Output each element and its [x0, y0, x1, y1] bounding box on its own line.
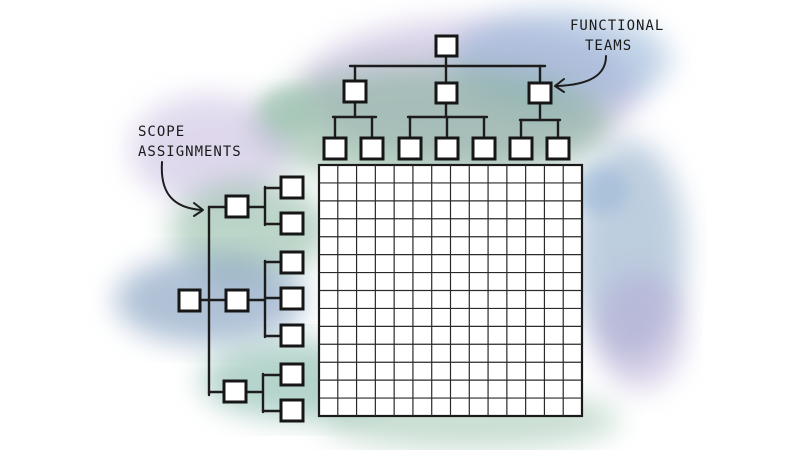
wash-spot-2	[572, 166, 628, 214]
label-functional-line-1: FUNCTIONAL	[570, 18, 664, 34]
org-box-scope-sub-7	[279, 398, 305, 423]
org-box-subteam-1	[322, 136, 348, 161]
org-box-subteam-6	[508, 136, 534, 161]
org-box-scope-sub-4	[279, 286, 305, 311]
arrow-scope-head	[193, 202, 204, 217]
functional-teams-hierarchy	[322, 34, 571, 161]
wash-purple-left	[130, 95, 290, 205]
label-functional-teams: FUNCTIONAL TEAMS	[570, 18, 664, 54]
wash-purple-right	[595, 270, 685, 390]
functional-connectors	[331, 53, 562, 139]
arrow-functional-shaft	[555, 55, 607, 87]
org-box-subteam-4	[434, 136, 460, 161]
org-box-subteam-2	[359, 136, 385, 161]
org-box-subteam-7	[545, 136, 571, 161]
org-box-scope-sub-1	[279, 175, 305, 200]
org-box-subteam-5	[471, 136, 497, 161]
label-scope-line-2: ASSIGNMENTS	[138, 144, 242, 160]
org-box-scope-sub-3	[279, 250, 305, 275]
scope-connectors	[198, 185, 283, 414]
label-scope-line-1: SCOPE	[138, 124, 185, 140]
org-box-scope-sub-6	[279, 362, 305, 387]
org-box-team-2	[434, 81, 459, 105]
org-box-scope-root	[177, 288, 202, 313]
arrow-scope	[160, 161, 204, 217]
org-box-scope-sub-5	[279, 323, 305, 348]
org-box-scope-sub-2	[279, 211, 305, 236]
label-functional-line-2: TEAMS	[585, 38, 632, 54]
org-box-top-root	[434, 34, 459, 58]
org-box-scope-1	[224, 194, 250, 219]
arrow-scope-shaft	[160, 161, 203, 211]
org-box-subteam-3	[397, 136, 423, 161]
org-box-scope-2	[224, 288, 250, 313]
scope-assignments-hierarchy	[177, 175, 305, 423]
org-box-scope-3	[222, 379, 248, 404]
org-box-team-1	[342, 79, 368, 104]
arrow-functional-head	[554, 78, 565, 93]
arrow-functional	[554, 55, 607, 93]
wash-spot-1	[260, 88, 320, 132]
matrix-grid	[317, 163, 584, 418]
org-box-team-3	[527, 81, 553, 105]
label-scope-assignments: SCOPE ASSIGNMENTS	[138, 124, 242, 160]
